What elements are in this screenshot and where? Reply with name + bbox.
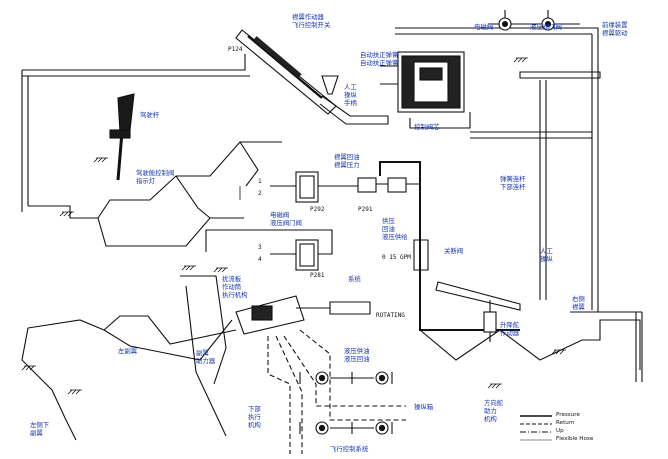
legend-pressure: Pressure: [556, 412, 580, 418]
left-vertical-cable: [21, 70, 29, 212]
label-valve-low: 电磁阀: [270, 211, 290, 219]
label-hyd-return: 液压回油: [344, 355, 370, 363]
label-num4: 4: [258, 256, 262, 263]
label-manual: 人工: [540, 247, 553, 255]
label-right-flap2: 襟翼: [572, 303, 585, 311]
actuator-p292: [270, 171, 360, 203]
lower-left-linkage: [21, 319, 233, 441]
right-lower-linkage: [419, 319, 641, 370]
right-top-cable: [395, 27, 599, 44]
legend-return: Return: [556, 420, 575, 426]
label-control-spool: 控制阀芯: [414, 123, 440, 131]
label-elevator: 升降舵: [500, 321, 520, 329]
return-lines: [267, 329, 406, 454]
label-left-lower2: 副翼: [30, 429, 43, 437]
label-p124: P124: [228, 46, 243, 53]
far-right-post: [570, 311, 643, 382]
top-cable-run: [22, 54, 250, 77]
label-system: 系统: [348, 275, 361, 283]
legend-up: Up: [556, 428, 564, 434]
label-flow: 0 15 GPM: [382, 254, 411, 261]
label-indicator-lamp: 指示灯: [136, 177, 156, 185]
label-num2: 2: [258, 190, 262, 197]
label-valve-top2: 液压阀门阀: [530, 23, 562, 31]
control-valve-box: [380, 51, 471, 129]
label-rudder2: 助力: [484, 407, 497, 415]
flap-actuator: [235, 29, 389, 125]
label-lower-right2: 执行: [248, 413, 261, 421]
label-valve-low2: 液压阀门阀: [270, 219, 302, 227]
left-linkage-2: [175, 141, 259, 219]
label-flap-return: 襟翼回油: [334, 153, 360, 161]
label-control-box: 操纵箱: [414, 403, 434, 411]
pilot-stick: [109, 93, 135, 181]
label-spring-1: 自动扶正弹簧: [360, 51, 399, 59]
label-right-flap: 右侧: [572, 295, 585, 303]
label-manual-override: 人工: [344, 83, 357, 91]
label-p291: P291: [358, 206, 373, 213]
lower-left-linkage-2: [180, 275, 227, 437]
label-aileron: 副翼: [196, 349, 209, 357]
label-shutter-valve: 关断阀: [444, 247, 464, 255]
label-flap-bottom: 飞行控制系统: [330, 445, 369, 453]
label-lower-linkage: 下部连杆: [500, 183, 526, 191]
label-lower-right: 下部: [248, 405, 261, 413]
spoiler-linkage: [103, 315, 237, 345]
legend-flexible-hose: Flexible Hose: [556, 436, 594, 442]
lower-valve-pair: [299, 371, 393, 435]
right-arm: [519, 71, 601, 79]
label-manual-control: 操纵: [344, 91, 357, 99]
label-rotating: ROTATING: [376, 312, 405, 319]
label-valve-top: 电磁阀: [474, 23, 494, 31]
label-spoiler-actuator: 扰流板: [222, 275, 242, 283]
center-valve: [357, 177, 420, 193]
label-pressure-out: 回油: [382, 225, 395, 233]
label-num3: 3: [258, 244, 262, 251]
label-left-lower: 左侧下: [30, 421, 50, 429]
label-flap-trigger: 飞行控制开关: [292, 21, 331, 29]
label-flap-actuator: 襟翼作动器: [292, 13, 324, 21]
label-spring-linkage: 弹簧连杆: [500, 175, 526, 183]
right-track: [539, 80, 547, 300]
label-pilot-stick: 驾驶杆: [140, 111, 160, 119]
label-cockpit-valve: 驾驶舱控制阀: [136, 169, 175, 177]
ground-hatches: [21, 57, 566, 395]
label-flap-pressure: 襟翼压力: [334, 161, 360, 169]
label-pressure-in: 供压: [382, 217, 395, 225]
label-spoiler-actuator2: 作动筒: [222, 283, 242, 291]
label-manual2: 操纵: [540, 255, 553, 263]
manual-funnel: [321, 75, 339, 95]
label-rudder: 方向舵: [484, 399, 504, 407]
right-vertical-cable: [591, 34, 599, 312]
label-rudder3: 机构: [484, 415, 497, 423]
label-manual-handle: 手柄: [344, 99, 357, 107]
right-damper: [483, 300, 497, 342]
label-lower-right3: 机构: [248, 421, 261, 429]
legend-lines: [520, 415, 552, 441]
label-nose-boom: 前缘装置: [602, 21, 628, 29]
pressure-line: [379, 161, 520, 331]
flow-gauge: [413, 239, 429, 271]
label-hydraulic-supply: 液压供给: [382, 233, 408, 241]
label-p292: P292: [310, 206, 325, 213]
label-p281: P281: [310, 272, 325, 279]
label-spring-2: 自动扶正弹簧: [360, 59, 399, 67]
right-lever: [435, 281, 521, 311]
lower-actuator-cluster: [235, 295, 371, 335]
label-num1: 1: [258, 178, 262, 185]
label-left-aileron: 左副翼: [118, 347, 138, 355]
label-elevator2: 作动器: [500, 329, 520, 337]
mid-horizontal-cable: [470, 131, 592, 139]
label-hyd-supply: 液压供油: [344, 347, 370, 355]
label-flap-drive: 襟翼驱动: [602, 29, 628, 37]
actuator-p281: [205, 229, 333, 271]
top-right-valves: [488, 10, 580, 31]
label-aileron2: 助力器: [196, 357, 216, 365]
label-actuator-cylinder: 执行机构: [222, 291, 248, 299]
